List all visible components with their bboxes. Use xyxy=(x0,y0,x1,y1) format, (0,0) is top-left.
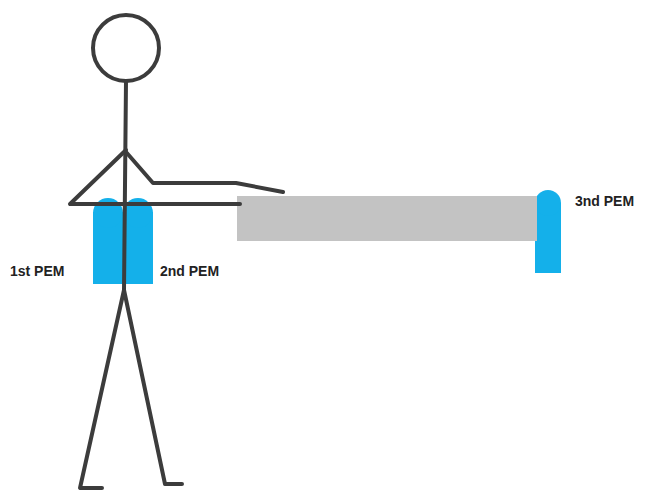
figure-leg xyxy=(124,290,182,484)
carried-plank xyxy=(237,196,537,241)
figure-arm xyxy=(70,150,240,204)
figure-arm xyxy=(126,152,283,192)
part-label: 1st PEM xyxy=(10,263,64,279)
figure-leg xyxy=(80,290,124,488)
figure-head xyxy=(93,15,159,81)
part-label: 2nd PEM xyxy=(160,263,219,279)
figure-body xyxy=(124,81,126,290)
stick-figure xyxy=(70,15,283,488)
part-label: 3nd PEM xyxy=(575,193,634,209)
pem-top xyxy=(535,190,561,216)
